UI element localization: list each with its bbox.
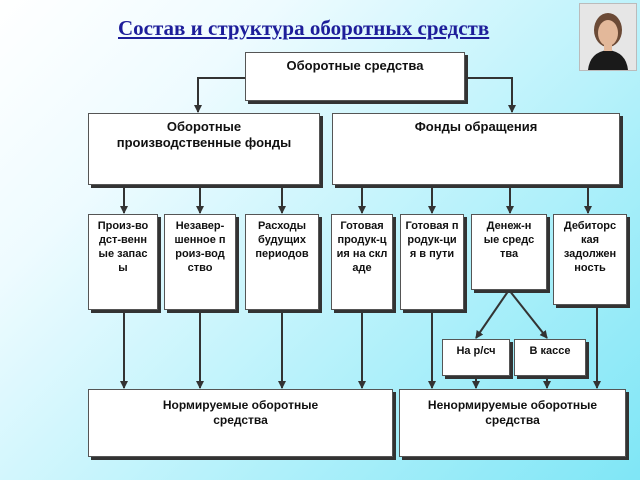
node-goods-in-transit: Готовая продук-ция в пути: [400, 214, 464, 310]
arrow-cash-desk: [508, 289, 548, 339]
presenter-photo: [579, 3, 637, 71]
node-wip-label: Незавер-шенное произ-водство: [174, 220, 226, 274]
node-inventories-label: Произ-водст-венные запасы: [97, 220, 149, 274]
arrow-cash-bank: [475, 289, 510, 339]
node-cash-desk: В кассе: [514, 339, 586, 376]
node-receivables: Дебиторс кая задолжен ность: [553, 214, 627, 305]
node-cash-desk-label: В кассе: [529, 345, 571, 357]
node-goods-in-transit-label: Готовая продук-ция в пути: [405, 220, 459, 260]
node-finished-goods: Готовая продук-ция на складе: [331, 214, 393, 310]
node-normalized: Нормируемые оборотные средства: [88, 389, 393, 457]
node-non-normalized: Ненормируемые оборотные средства: [399, 389, 626, 457]
node-circulation-funds: Фонды обращения: [332, 113, 620, 185]
node-cash-label: Денеж-ные средства: [483, 220, 535, 260]
node-deferred: Расходы будущих периодов: [245, 214, 319, 310]
node-production-funds-label: Оборотные производственные фонды: [116, 119, 292, 150]
node-non-normalized-label: Ненормируемые оборотные средства: [427, 398, 598, 427]
arrow-root-production: [194, 77, 245, 113]
node-inventories: Произ-водст-венные запасы: [88, 214, 158, 310]
node-deferred-label: Расходы будущих периодов: [255, 220, 309, 260]
node-production-funds: Оборотные производственные фонды: [88, 113, 320, 185]
arrow-root-circulation: [465, 77, 516, 113]
node-bank-account-label: На р/сч: [456, 345, 496, 357]
node-bank-account: На р/сч: [442, 339, 510, 376]
node-wip: Незавер-шенное произ-водство: [164, 214, 236, 310]
node-receivables-label: Дебиторс кая задолжен ность: [563, 220, 617, 274]
node-root: Оборотные средства: [245, 52, 465, 101]
page-title: Состав и структура оборотных средств: [118, 16, 490, 40]
node-root-label: Оборотные средства: [286, 58, 424, 73]
node-finished-goods-label: Готовая продук-ция на складе: [336, 220, 388, 274]
node-normalized-label: Нормируемые оборотные средства: [162, 398, 319, 427]
node-cash: Денеж-ные средства: [471, 214, 547, 290]
node-circulation-funds-label: Фонды обращения: [414, 119, 538, 134]
